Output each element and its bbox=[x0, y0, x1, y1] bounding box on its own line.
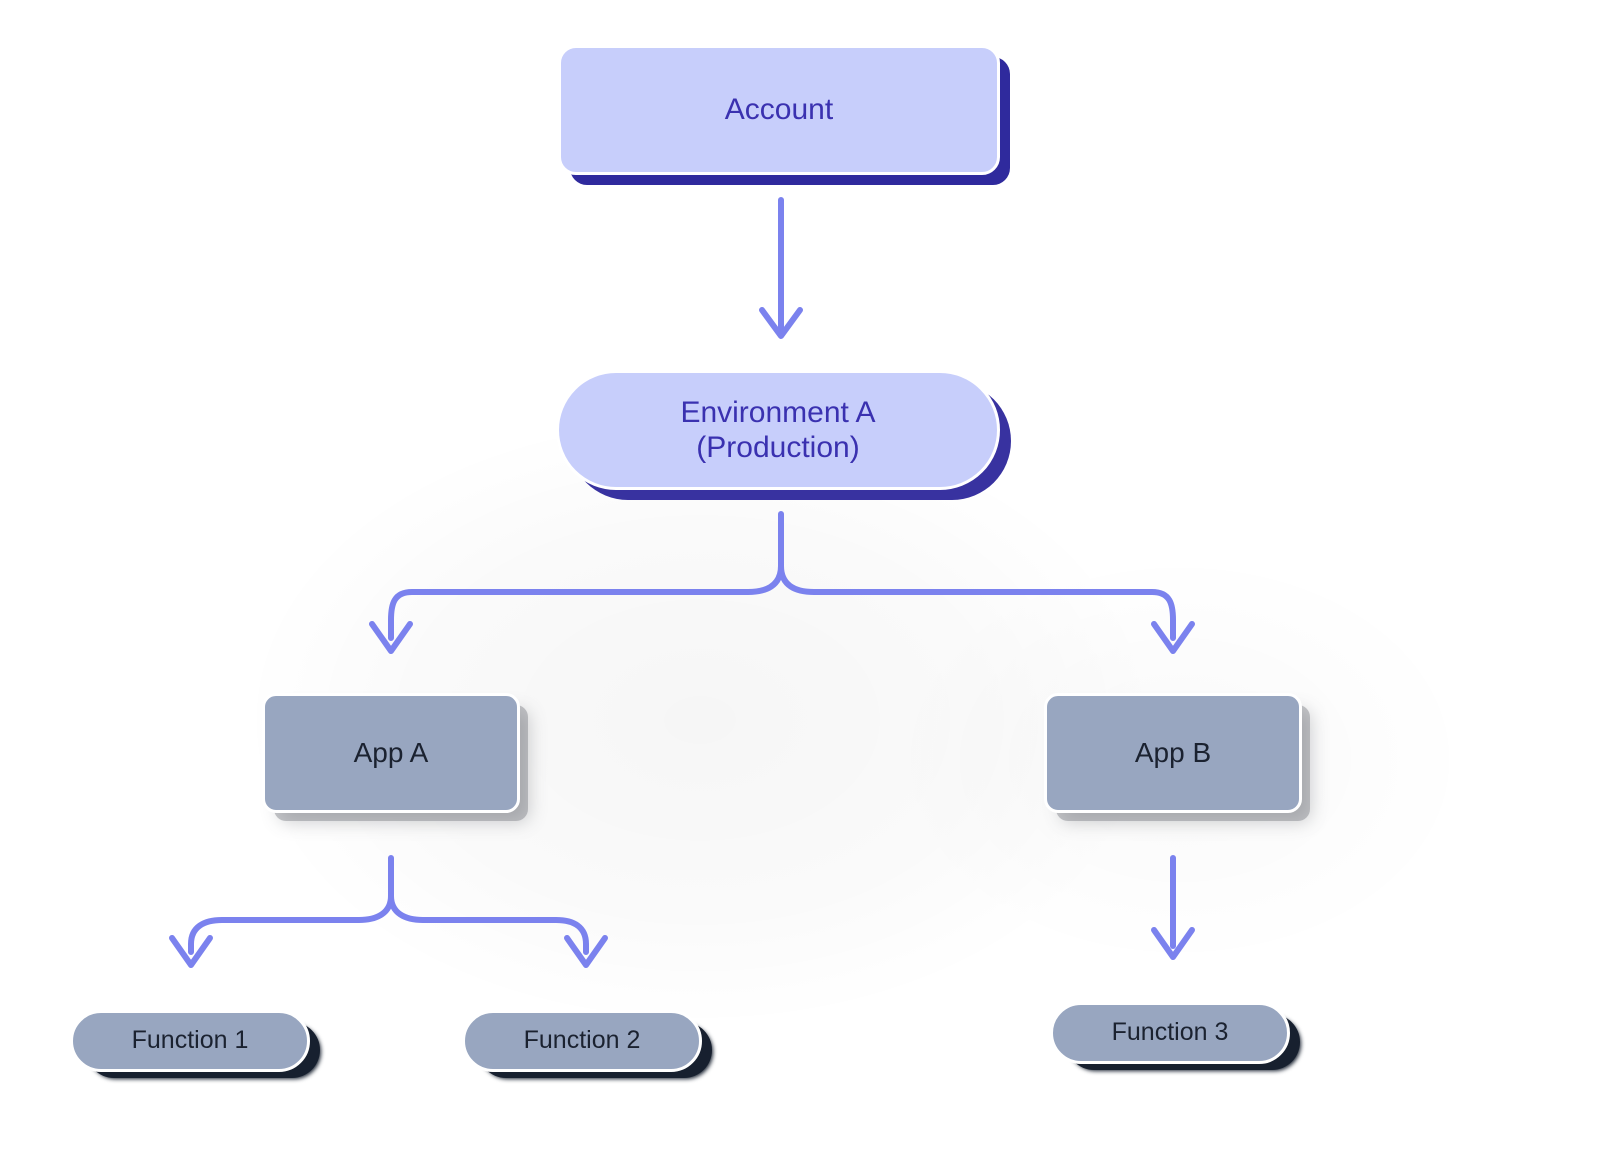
edge-environment-a-to-app-b bbox=[778, 563, 1176, 641]
node-app-b[interactable]: App B bbox=[1044, 693, 1302, 813]
edge-environment-a-to-app-a bbox=[388, 563, 784, 641]
edge-app-a-to-function-1 bbox=[188, 893, 394, 955]
arrowhead-app-b bbox=[1151, 621, 1195, 654]
arrowhead-function-3 bbox=[1151, 927, 1195, 960]
arrowhead-function-1 bbox=[169, 935, 213, 968]
arrowhead-function-2 bbox=[564, 935, 608, 968]
node-account[interactable]: Account bbox=[558, 45, 1000, 175]
node-function-3[interactable]: Function 3 bbox=[1050, 1002, 1290, 1064]
edge-app-a-to-function-2 bbox=[388, 893, 589, 955]
node-app-a[interactable]: App A bbox=[262, 693, 520, 813]
arrowhead-app-a bbox=[369, 621, 413, 654]
node-environment-a[interactable]: Environment A (Production) bbox=[556, 370, 1000, 490]
node-function-1[interactable]: Function 1 bbox=[70, 1010, 310, 1072]
node-function-2[interactable]: Function 2 bbox=[462, 1010, 702, 1072]
arrowhead-environment-a bbox=[759, 307, 803, 339]
